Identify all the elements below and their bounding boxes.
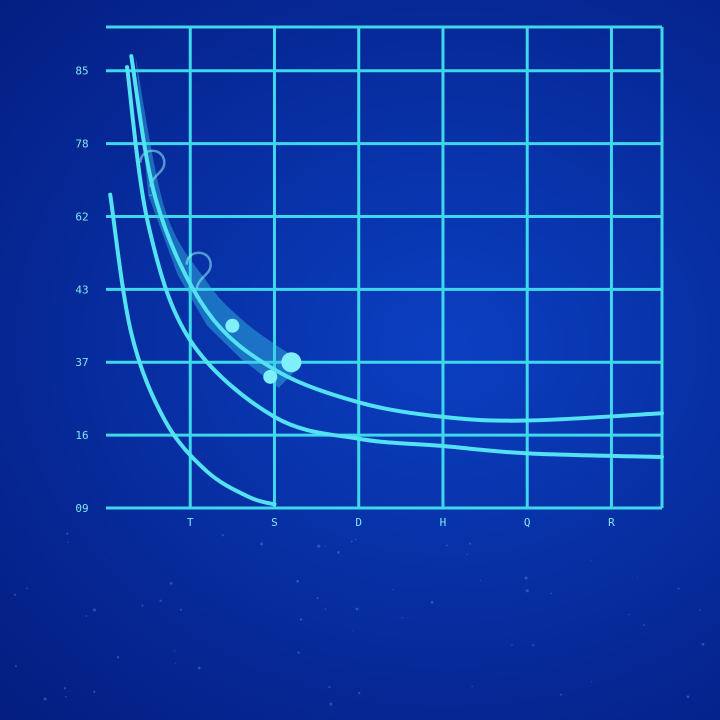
y-tick-label: 78 [75,138,88,151]
speck [174,650,176,652]
speck [350,540,353,543]
speck [92,608,97,612]
speck [550,592,552,595]
x-tick-label: S [271,516,278,529]
speck [445,544,448,547]
speck [296,579,299,583]
speck [66,532,69,535]
speck [169,581,173,585]
speck [63,687,67,690]
speck [316,596,319,599]
speck [701,642,705,646]
highlight-band [135,56,304,388]
speck [525,589,529,593]
speck [355,607,359,611]
y-tick-label: 43 [75,283,88,296]
speck [392,588,394,591]
series-line-3 [129,54,664,423]
marker-dot [225,318,240,333]
speck [524,576,528,580]
speck [159,599,162,603]
y-tick-label: 85 [75,65,88,78]
speck [197,666,201,670]
speck [628,614,630,616]
speck [299,618,303,621]
speck [699,609,701,611]
highlight-region [135,56,304,388]
grid [106,25,664,510]
speck [85,615,88,617]
x-tick-label: D [355,516,362,529]
speck [401,617,403,619]
series-lines [108,54,664,507]
y-axis-ticks: 09 16 37 43 62 78 85 [75,65,88,515]
y-tick-label: 37 [75,356,88,369]
speck [141,604,144,607]
speck [643,624,646,627]
speck [430,600,434,604]
y-tick-label: 09 [75,502,88,515]
speck [105,559,107,560]
speck [93,690,96,693]
speck [532,644,535,647]
speck [686,695,690,699]
x-tick-label: Q [524,516,531,529]
background-noise [13,532,705,706]
x-tick-label: R [608,516,615,529]
y-tick-label: 16 [75,429,88,442]
speck [317,544,321,548]
speck [297,651,300,654]
series-line-1 [108,192,277,507]
speck [116,656,120,659]
speck [65,696,67,698]
speck [14,665,17,668]
x-tick-label: T [187,516,194,529]
speck [260,542,264,546]
speck [67,541,69,543]
x-tick-label: H [440,516,447,529]
speck [469,542,472,545]
speck [590,681,593,683]
series-line-2 [125,65,664,459]
y-tick-label: 62 [75,210,88,223]
speck [329,702,333,706]
speck [560,693,563,696]
speck [352,630,354,632]
marker-dot [281,352,302,373]
speck [43,697,47,701]
speck [357,691,361,695]
speck [355,538,357,541]
speck [479,579,481,582]
speck [466,553,468,556]
speck [324,608,327,610]
speck [337,551,340,554]
speck [175,663,177,665]
speck [471,685,473,688]
speck [677,587,680,590]
speck [221,534,224,537]
speck [179,608,182,611]
speck [26,587,28,590]
speck [324,545,326,547]
speck [328,685,331,689]
speck [636,577,638,579]
marker-dot [263,369,278,384]
speck [511,644,513,646]
speck [590,559,592,561]
speck [13,593,16,596]
